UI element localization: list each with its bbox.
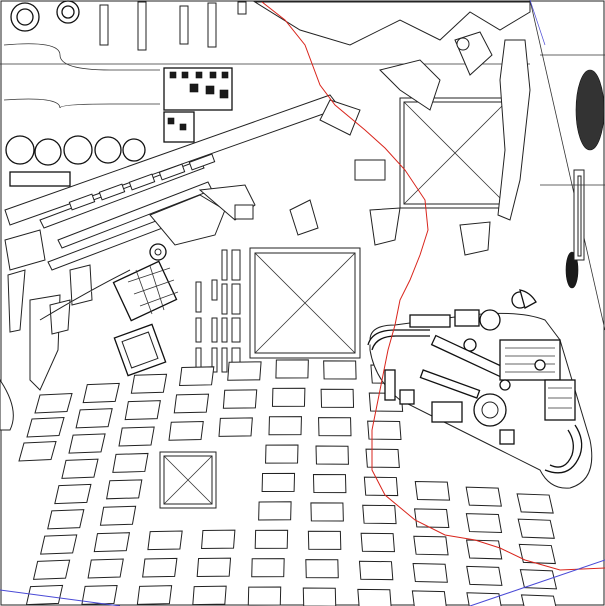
domed-buildings-top — [10, 0, 80, 32]
central-cluster — [112, 184, 319, 377]
city-block — [136, 585, 173, 605]
city-block — [54, 483, 92, 505]
city-block — [365, 448, 400, 469]
city-block — [106, 479, 143, 500]
city-block — [25, 584, 64, 606]
city-block — [93, 532, 131, 553]
city-block — [112, 452, 149, 473]
city-block — [87, 558, 124, 579]
city-block — [412, 563, 448, 583]
city-block — [142, 557, 178, 578]
city-block — [201, 529, 236, 550]
city-block — [518, 543, 556, 565]
city-block — [320, 388, 355, 408]
city-block — [312, 473, 347, 494]
city-block — [26, 416, 65, 438]
city-block — [265, 444, 299, 464]
city-block — [305, 559, 339, 579]
city-block — [310, 502, 344, 522]
city-block — [99, 505, 137, 526]
rock-outcrop — [565, 69, 605, 289]
courtyard-square — [113, 323, 167, 377]
city-block — [357, 588, 392, 606]
city-block — [302, 587, 337, 606]
city-block — [362, 504, 397, 525]
city-block — [315, 445, 349, 465]
city-block — [360, 532, 395, 553]
city-block — [271, 387, 306, 407]
city-block — [414, 480, 451, 501]
city-block — [367, 420, 402, 440]
city-block — [261, 472, 296, 493]
city-block — [465, 539, 503, 560]
west-structures — [0, 229, 131, 431]
city-block — [130, 373, 168, 394]
top-strip-blocks — [99, 1, 247, 51]
pyramid-large — [399, 97, 511, 209]
red-boundary-line — [261, 1, 605, 571]
city-block — [516, 493, 554, 514]
city-block — [465, 486, 502, 507]
east-edge-structures — [529, 0, 605, 331]
city-block — [520, 594, 557, 606]
city-block — [517, 518, 555, 539]
city-block — [323, 360, 357, 380]
city-block — [196, 557, 232, 578]
city-block — [68, 433, 106, 454]
city-block — [173, 393, 210, 414]
city-block — [413, 535, 449, 556]
city-block — [251, 558, 285, 578]
grid-enclosure — [112, 260, 179, 322]
city-block — [192, 585, 227, 606]
city-block — [82, 382, 120, 404]
city-block — [61, 458, 99, 479]
city-block — [32, 559, 71, 580]
hippodrome-interior — [384, 289, 576, 445]
city-block — [227, 361, 262, 381]
city-block — [168, 421, 204, 441]
city-block — [466, 592, 502, 606]
city-block — [318, 417, 352, 437]
city-block — [307, 530, 342, 550]
palace-block — [163, 67, 233, 143]
city-block — [465, 513, 503, 534]
city-block — [34, 392, 73, 414]
city-block — [466, 565, 503, 586]
city-block — [413, 508, 450, 529]
city-block — [118, 426, 155, 447]
city-block — [258, 501, 292, 521]
city-block — [222, 389, 258, 409]
city-block — [147, 530, 183, 551]
ornamental-wall — [3, 43, 160, 71]
northeast-structures — [253, 1, 531, 256]
hippodrome-complex — [367, 289, 593, 489]
city-block — [411, 590, 447, 606]
city-block — [81, 584, 118, 605]
city-block — [247, 586, 282, 606]
city-block — [268, 416, 302, 436]
city-block — [519, 569, 558, 590]
city-block — [218, 417, 253, 437]
pyramid-middle — [249, 247, 361, 359]
pyramid-small — [159, 451, 217, 509]
northwest-complex — [0, 0, 530, 187]
city-block — [178, 366, 215, 387]
city-block — [75, 408, 113, 429]
city-block — [275, 359, 309, 379]
colonnade-strips — [195, 249, 241, 373]
city-block — [47, 509, 85, 530]
curved-block-grid — [18, 359, 558, 606]
domed-buildings-row — [5, 135, 146, 187]
city-block — [40, 534, 78, 555]
city-block — [18, 440, 57, 462]
city-block — [358, 560, 394, 581]
city-block — [124, 400, 161, 421]
city-block — [254, 529, 289, 549]
